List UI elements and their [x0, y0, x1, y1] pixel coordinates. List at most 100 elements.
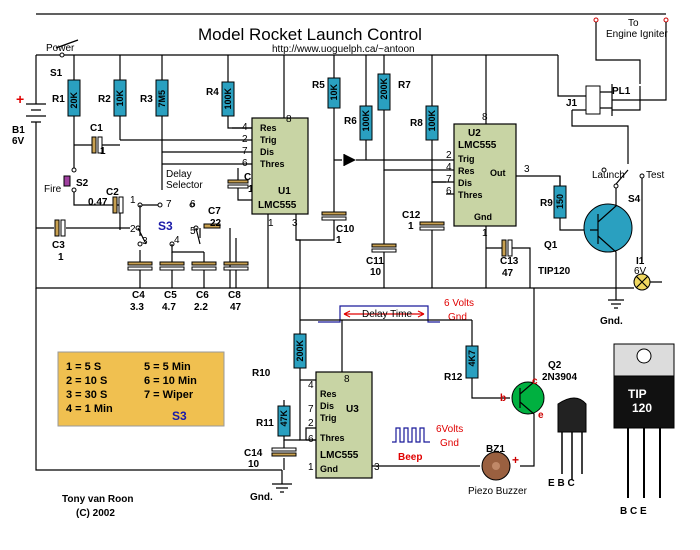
u2-pin-2: 2 — [446, 150, 452, 161]
c6-value: 2.2 — [194, 302, 208, 313]
c9-name: C9 — [244, 172, 257, 183]
transistor-q1 — [583, 203, 633, 253]
c5-value: 4.7 — [162, 302, 176, 313]
tip-pin-letters: B C E — [620, 506, 647, 517]
tip-label-1: TIP — [628, 387, 647, 401]
u2-pin-out: Out — [490, 168, 506, 178]
r11-name: R11 — [256, 418, 274, 429]
delay-selector-s3[interactable] — [135, 202, 204, 253]
jack-j1[interactable] — [585, 85, 601, 115]
r4-value: 100K — [223, 87, 233, 109]
u1-part: LMC555 — [258, 200, 297, 211]
resistor-r1 — [67, 79, 81, 117]
power-switch-s1[interactable] — [55, 39, 79, 49]
c11-value: 10 — [370, 267, 382, 278]
c4-value: 3.3 — [130, 302, 144, 313]
selector-pos-6: 6 — [190, 199, 196, 210]
c13-name: C13 — [500, 256, 519, 267]
c3-value: 1 — [58, 252, 64, 263]
legend-footer: S3 — [172, 409, 187, 423]
u3-pin-3: 3 — [374, 462, 380, 473]
u3-pin-trig: Trig — [320, 413, 337, 423]
c8-name: C8 — [228, 290, 241, 301]
s4-label: S4 — [628, 194, 641, 205]
c14-value: 10 — [248, 459, 260, 470]
c6-name: C6 — [196, 290, 209, 301]
u2-pin-8: 8 — [482, 112, 488, 123]
legend-entry: 5 = 5 Min — [144, 361, 191, 373]
site-url: http://www.uoguelph.ca/~antoon — [272, 44, 415, 55]
beep-label: Beep — [398, 452, 422, 463]
diode — [344, 154, 356, 166]
legend-entry: 1 = 5 S — [66, 361, 101, 373]
r8-name: R8 — [410, 118, 423, 129]
u3-pin-dis: Dis — [320, 401, 334, 411]
u3-pin-2: 2 — [308, 418, 314, 429]
r12-name: R12 — [444, 372, 463, 383]
r10-name: R10 — [252, 368, 271, 379]
u2-pin-7: 7 — [446, 174, 452, 185]
q2-pin-e: e — [538, 410, 544, 421]
c9-value: 1 — [248, 184, 254, 195]
battery-name: B1 — [12, 125, 25, 136]
u1-pin-thres: Thres — [260, 159, 285, 169]
c7-name: C7 — [208, 206, 221, 217]
c7-value: 22 — [210, 218, 222, 229]
svg-text:+: + — [512, 453, 519, 467]
u2-pin-gnd: Gnd — [474, 212, 492, 222]
c5-name: C5 — [164, 290, 177, 301]
c2-value: 0.47 — [88, 197, 108, 208]
fire-switch-s2[interactable] — [63, 175, 71, 187]
tip-label-2: 120 — [632, 401, 652, 415]
selector-pos-2: 2 — [130, 224, 136, 235]
u3-name: U3 — [346, 404, 359, 415]
u3-pin-4: 4 — [308, 380, 314, 391]
r1-value: 20K — [69, 92, 79, 109]
selector-pos-5: 5 — [190, 226, 196, 237]
q2-pin-letters: E B C — [548, 478, 575, 489]
u1-pin-3: 3 — [292, 218, 298, 229]
q2-pin-b: b — [500, 393, 506, 404]
selector-pos-3: 3 — [142, 236, 148, 247]
svg-text:+: + — [16, 91, 24, 107]
u2-pin-thres: Thres — [458, 190, 483, 200]
r9-value: 150 — [555, 194, 565, 209]
q2-package-drawing — [557, 397, 587, 480]
u3-pin-thres: Thres — [320, 433, 345, 443]
s3-label: S3 — [158, 219, 173, 233]
r4-name: R4 — [206, 87, 219, 98]
igniter-wire — [595, 22, 667, 101]
selector-label: Selector — [166, 180, 203, 191]
author: Tony van Roon — [62, 494, 133, 505]
u2-pin-dis: Dis — [458, 178, 472, 188]
piezo-label: Piezo Buzzer — [468, 486, 528, 497]
i1-value: 6V — [634, 266, 647, 277]
delay-legend — [57, 351, 225, 427]
c11-name: C11 — [366, 256, 384, 267]
u3-pin-1: 1 — [308, 462, 314, 473]
c10-value: 1 — [336, 235, 342, 246]
selector-pos-7: 7 — [166, 199, 172, 210]
i1-name: I1 — [636, 256, 645, 267]
resistor-r5 — [327, 77, 341, 109]
c8-value: 47 — [230, 302, 242, 313]
r2-value: 10K — [115, 90, 125, 107]
launch-test-switch-s4[interactable] — [571, 110, 629, 185]
legend-entry: 6 = 10 Min — [144, 375, 197, 387]
r12-value: 4K7 — [467, 350, 477, 367]
c2-name: C2 — [106, 187, 119, 198]
u3-part: LMC555 — [320, 450, 359, 461]
igniter-label-to: To — [628, 18, 639, 29]
r3-value: 7M5 — [157, 90, 167, 108]
u2-pin-trig: Trig — [458, 154, 475, 164]
u1-pin-8: 8 — [286, 114, 292, 125]
delay-time-waveform — [318, 305, 440, 323]
r9-name: R9 — [540, 198, 553, 209]
r7-value: 200K — [379, 77, 389, 99]
u3-pin-8: 8 — [344, 374, 350, 385]
legend-entry: 2 = 10 S — [66, 375, 107, 387]
igniter-terminal — [663, 17, 669, 23]
bz1-label: BZ1 — [486, 444, 505, 455]
